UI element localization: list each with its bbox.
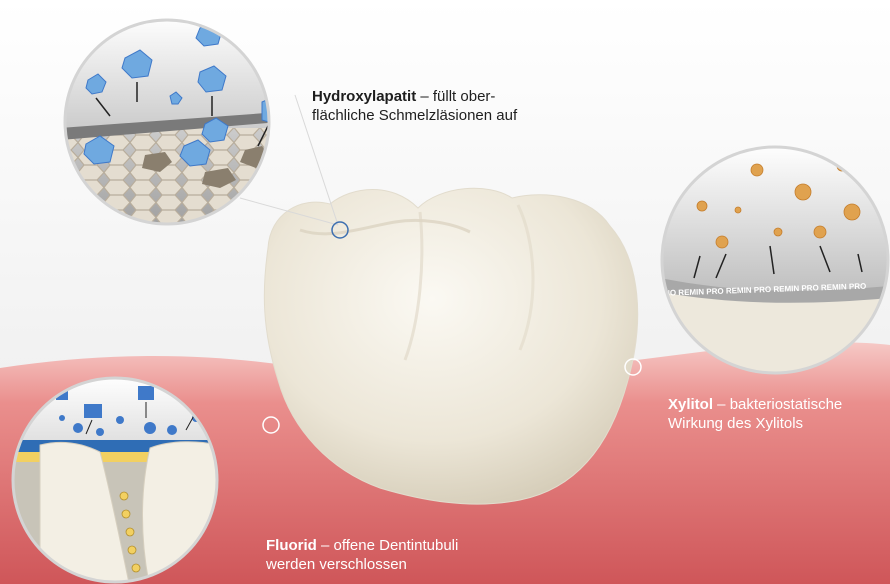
text-fluorid-line1: – offene Dentintubuli	[317, 537, 459, 554]
text-xylitol-line2: Wirkung des Xylitols	[668, 415, 803, 432]
text-fluorid-line2: werden verschlossen	[266, 556, 407, 573]
term-fluorid: Fluorid	[266, 537, 317, 554]
label-hydroxylapatit: Hydroxylapatit – füllt ober-flächliche S…	[312, 87, 517, 125]
text-xylitol-line1: – bakteriostatische	[713, 396, 842, 413]
term-hydroxylapatit: Hydroxylapatit	[312, 88, 416, 105]
label-fluorid: Fluorid – offene Dentintubuli werden vers…	[266, 536, 458, 574]
term-xylitol: Xylitol	[668, 396, 713, 413]
text-hydroxylapatit-line2: flächliche Schmelzläsionen auf	[312, 107, 517, 124]
text-hydroxylapatit-line1: – füllt ober-	[416, 88, 495, 105]
